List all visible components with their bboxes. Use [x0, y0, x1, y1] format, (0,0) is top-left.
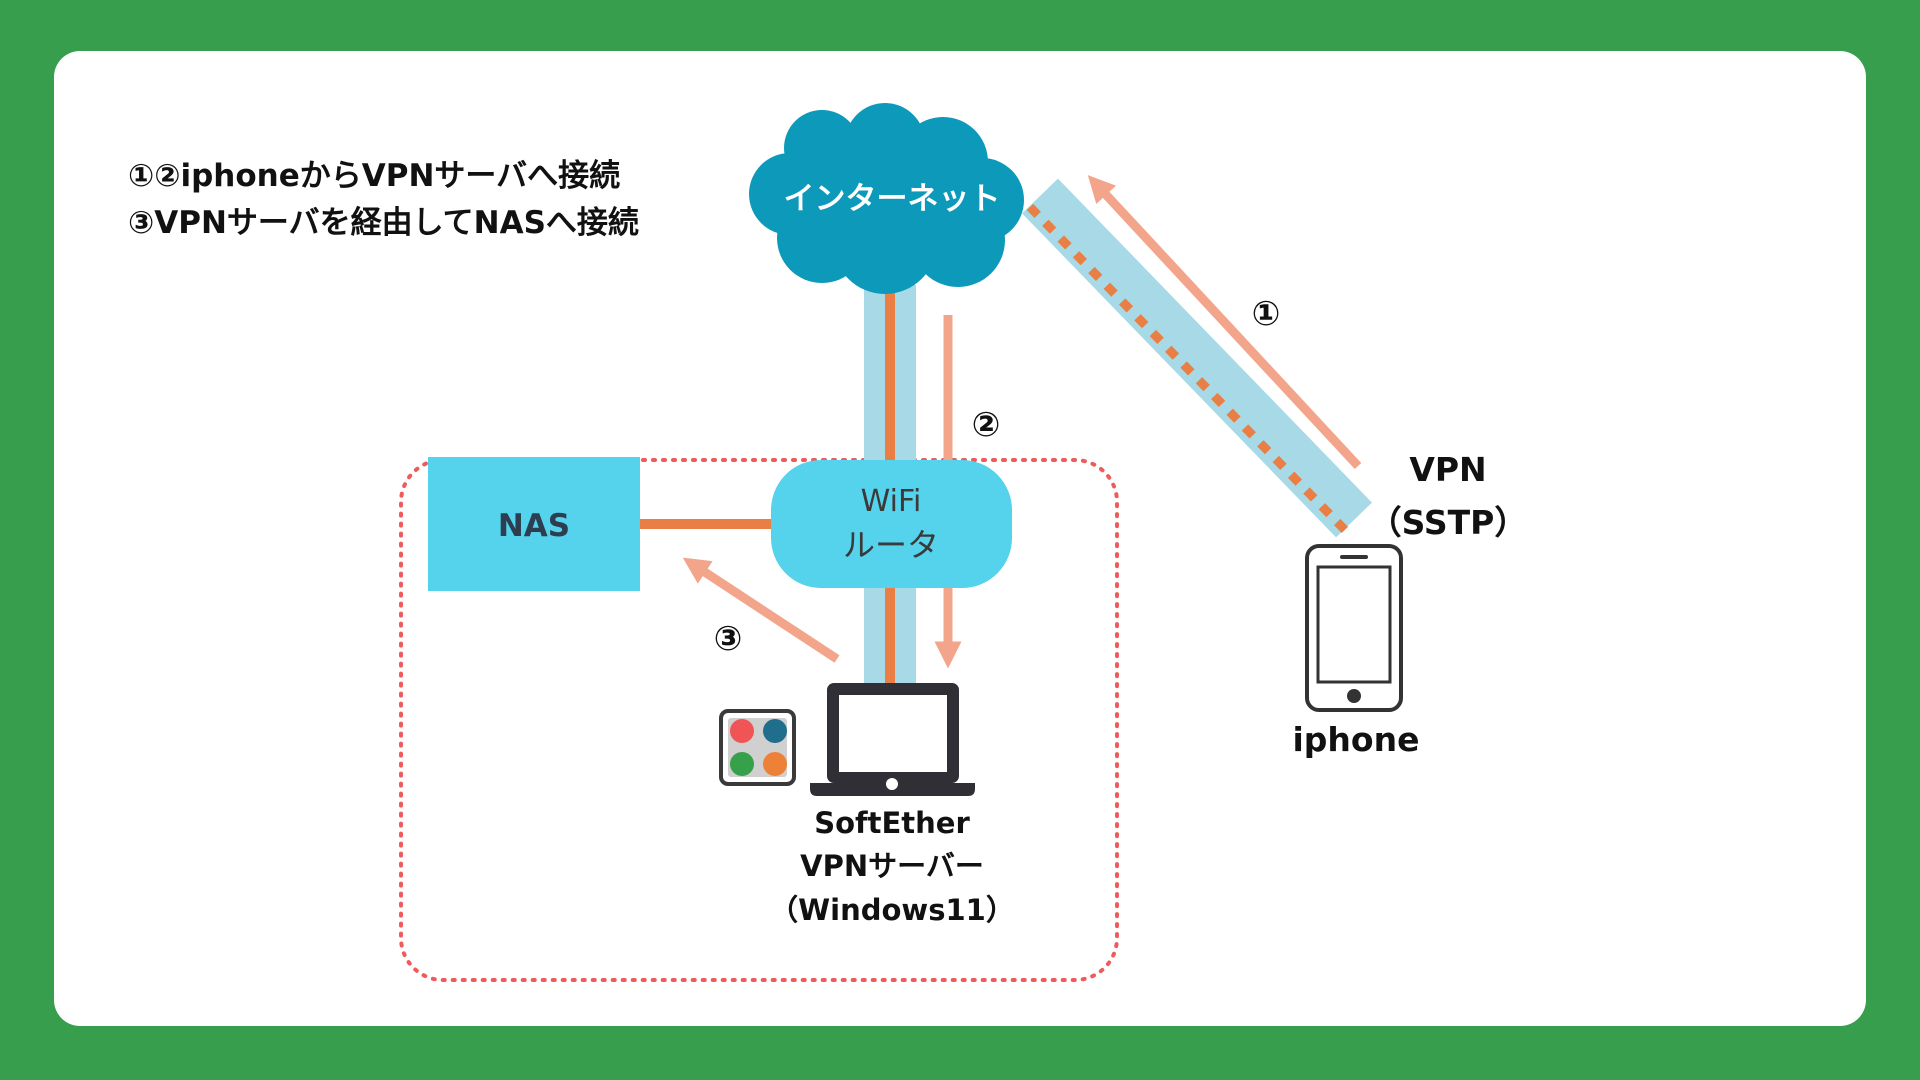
server-label-line1: SoftEther: [814, 806, 970, 840]
server-label-line3: （Windows11）: [769, 893, 1015, 927]
router-label-line1: WiFi: [861, 484, 922, 519]
laptop-icon: [810, 683, 975, 796]
nas-box: [428, 457, 640, 591]
softether-logo-icon: [719, 709, 796, 786]
arrow-step-1: [1087, 175, 1362, 470]
phone-label: iphone: [1293, 720, 1420, 759]
vpn-label-line2: （SSTP）: [1369, 503, 1528, 542]
note-line-1: ①②iphoneからVPNサーバへ接続: [128, 158, 620, 194]
router-label-line2: ルータ: [843, 526, 939, 564]
smartphone-icon: [1305, 544, 1403, 712]
step-3-label: ③: [714, 619, 743, 659]
wifi-router: [771, 460, 1012, 588]
internet-label: インターネット: [784, 181, 1001, 217]
note-line-2: ③VPNサーバを経由してNASへ接続: [128, 205, 639, 241]
vpn-dotted-path: [1026, 203, 1349, 534]
step-1-label: ①: [1252, 294, 1281, 334]
server-label-line2: VPNサーバー: [800, 849, 984, 883]
vpn-label-line1: VPN: [1409, 450, 1486, 489]
arrow-step-3: [682, 557, 840, 663]
step-2-label: ②: [972, 405, 1001, 445]
tunnel-band-diagonal: [1022, 178, 1372, 538]
nas-label: NAS: [498, 508, 570, 544]
internet-cloud-icon: [749, 103, 1024, 294]
